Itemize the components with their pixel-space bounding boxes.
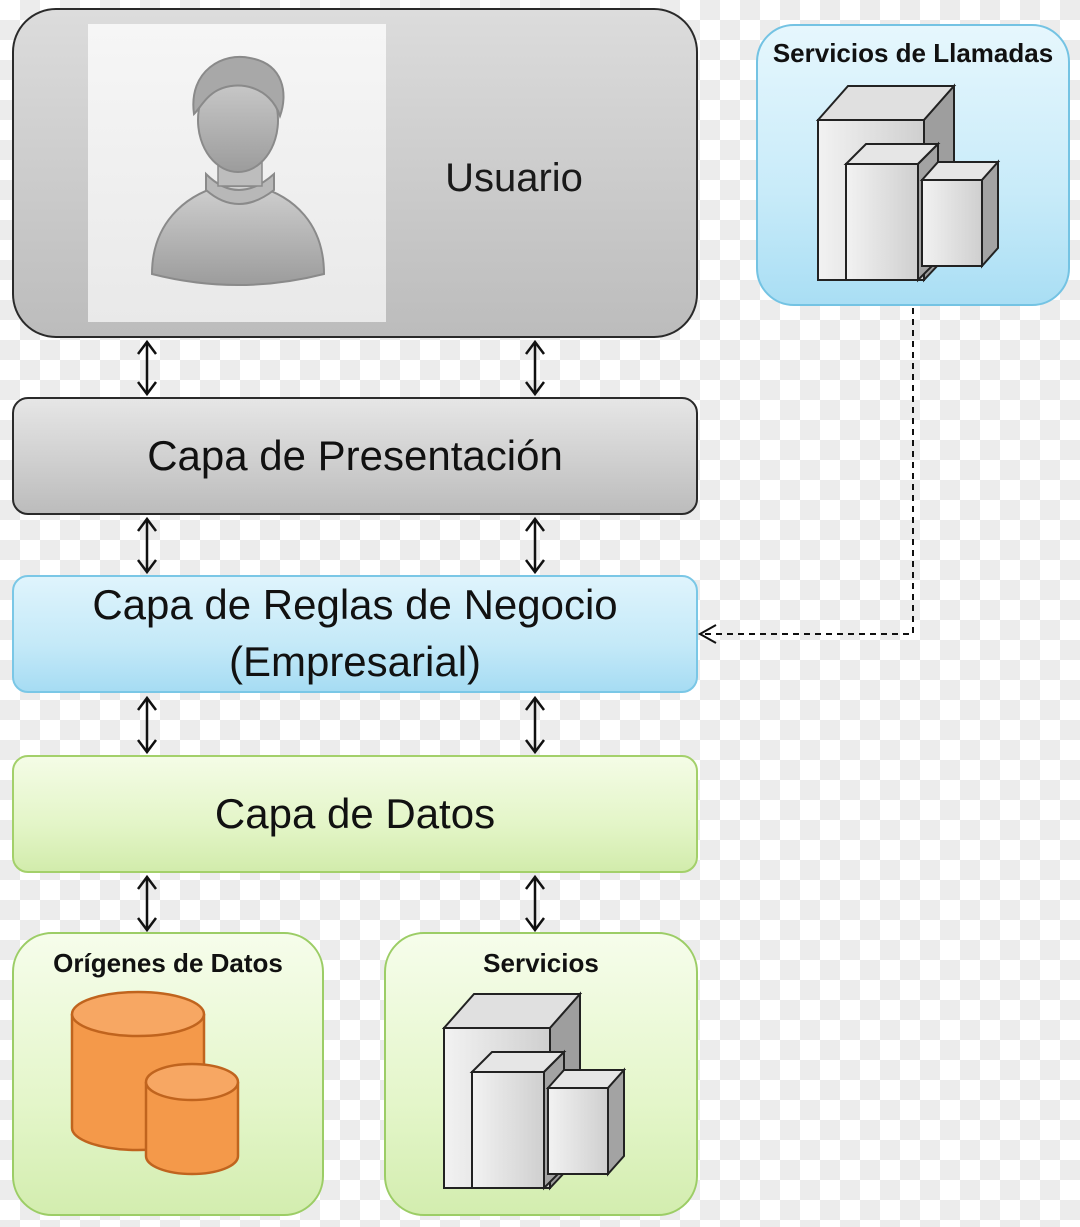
presentation-layer: Capa de Presentación <box>12 397 698 515</box>
dashed-arrow-icon <box>697 308 914 644</box>
services-box: Servicios <box>384 932 698 1216</box>
bidirectional-arrow-icon <box>525 874 545 933</box>
business-layer-sublabel: (Empresarial) <box>228 638 482 685</box>
user-portrait-frame <box>88 24 386 322</box>
server-stack-icon <box>442 991 627 1191</box>
services-title: Servicios <box>483 948 599 978</box>
business-layer-label: Capa de Reglas de Negocio <box>92 581 618 629</box>
server-stack-icon <box>816 83 1001 283</box>
presentation-layer-label: Capa de Presentación <box>147 431 563 479</box>
bidirectional-arrow-icon <box>525 339 545 397</box>
call-services-title: Servicios de Llamadas <box>772 38 1054 68</box>
bidirectional-arrow-icon <box>137 695 157 755</box>
bidirectional-arrow-icon <box>137 339 157 397</box>
business-layer: Capa de Reglas de Negocio (Empresarial) <box>12 575 698 693</box>
data-sources-title: Orígenes de Datos <box>53 948 283 978</box>
data-layer: Capa de Datos <box>12 755 698 873</box>
user-silhouette-icon <box>150 55 326 286</box>
bidirectional-arrow-icon <box>137 874 157 933</box>
user-label: Usuario <box>445 156 583 200</box>
database-icon <box>70 990 240 1176</box>
call-services-box: Servicios de Llamadas <box>756 24 1070 306</box>
bidirectional-arrow-icon <box>525 695 545 755</box>
user-box: Usuario <box>12 8 698 338</box>
bidirectional-arrow-icon <box>137 516 157 575</box>
data-layer-label: Capa de Datos <box>214 789 496 837</box>
data-sources-box: Orígenes de Datos <box>12 932 324 1216</box>
bidirectional-arrow-icon <box>525 516 545 575</box>
